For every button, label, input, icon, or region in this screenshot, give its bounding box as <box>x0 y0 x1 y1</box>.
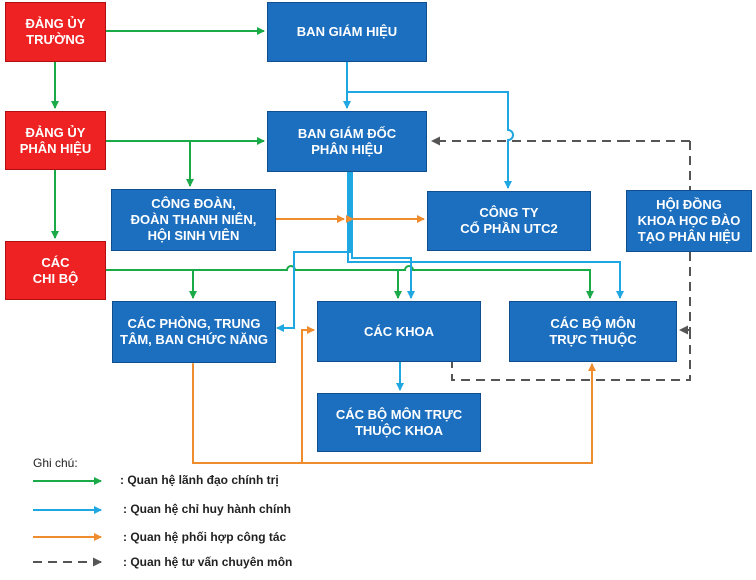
party-committee-university: ĐẢNG ỦY TRƯỜNG <box>5 2 106 62</box>
coordination-lines <box>189 215 596 464</box>
legend-political-label: : Quan hệ lãnh đạo chính trị <box>120 473 279 487</box>
legend-title: Ghi chú: <box>33 456 78 470</box>
unions-box: CÔNG ĐOÀN, ĐOÀN THANH NIÊN, HỘI SINH VIÊ… <box>111 189 276 251</box>
legend-coordination-label: : Quan hệ phối hợp công tác <box>123 530 287 544</box>
functional-departments-box: CÁC PHÒNG, TRUNG TÂM, BAN CHỨC NĂNG <box>112 301 276 363</box>
legend-command-label: : Quan hệ chỉ huy hành chính <box>123 502 292 516</box>
faculties-box: CÁC KHOA <box>317 301 481 362</box>
direct-departments-box: CÁC BỘ MÔN TRỰC THUỘC <box>509 301 677 362</box>
science-council-box: HỘI ĐỒNG KHOA HỌC ĐÀO TẠO PHÂN HIỆU <box>626 190 752 252</box>
political-leadership-lines <box>51 27 594 299</box>
legend-advisory-label: : Quan hệ tư vấn chuyên môn <box>123 555 293 569</box>
party-committee-branch: ĐẢNG ỦY PHÂN HIỆU <box>5 111 106 170</box>
faculty-departments-box: CÁC BỘ MÔN TRỰC THUỘC KHOA <box>317 393 481 452</box>
branch-directors-board: BAN GIÁM ĐỐC PHÂN HIỆU <box>267 111 427 172</box>
board-of-rectors: BAN GIÁM HIỆU <box>267 2 427 62</box>
utc2-company-box: CÔNG TY CỔ PHẦN UTC2 <box>427 191 591 251</box>
party-cells: CÁC CHI BỘ <box>5 241 106 300</box>
